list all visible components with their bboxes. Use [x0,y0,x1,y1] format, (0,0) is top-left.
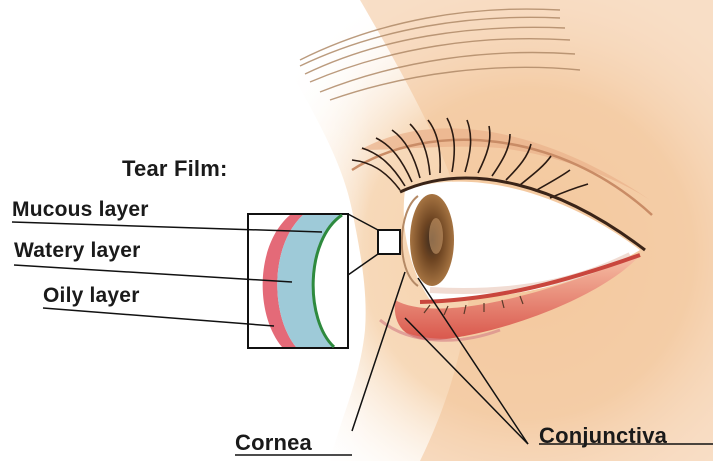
zoom-source-box [378,230,400,254]
cornea-label: Cornea [235,432,312,454]
tear-film-title: Tear Film: [122,158,228,180]
mucous-layer-label: Mucous layer [12,199,149,220]
conjunctiva-label: Conjunctiva [539,425,667,447]
watery-layer-label: Watery layer [14,240,141,261]
oily-layer-label: Oily layer [43,285,140,306]
tear-film-zoom [248,214,348,348]
